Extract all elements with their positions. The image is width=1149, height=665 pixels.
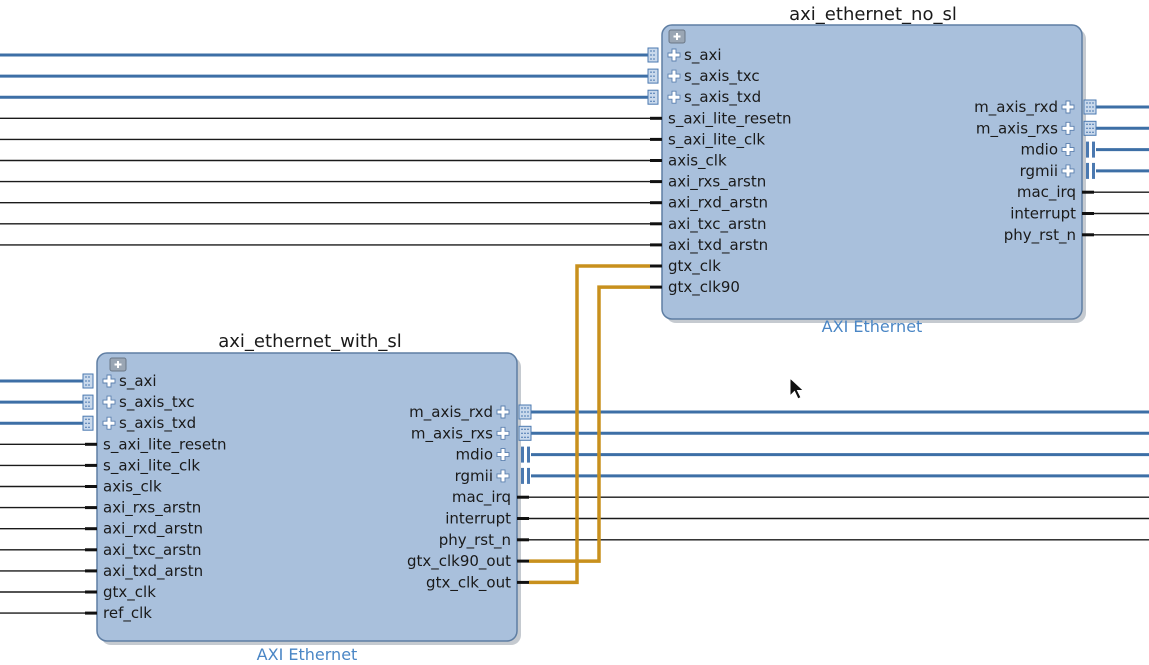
bus-port-marker <box>82 394 94 410</box>
pin-group: s_axi s_axis_txc s_axis_txd s_axi_lite_rese… <box>647 46 1097 297</box>
pin-interrupt[interactable]: interrupt <box>445 510 511 528</box>
block-ip-name: AXI Ethernet <box>257 645 358 664</box>
block-axi-ethernet-with-sl[interactable]: axi_ethernet_with_sl s_axis_axis_txcs_ax… <box>82 331 532 664</box>
pin-axi-rxd-arstn[interactable]: axi_rxd_arstn <box>668 194 768 213</box>
pin-s-axis-txd[interactable]: s_axis_txd <box>684 88 761 107</box>
interface-connector-icon[interactable] <box>496 448 510 462</box>
bus-port-marker <box>521 446 524 463</box>
interface-connector-icon[interactable] <box>1061 143 1075 157</box>
pin-s-axis-txd[interactable]: s_axis_txd <box>119 414 196 433</box>
block-title: axi_ethernet_no_sl <box>789 4 957 25</box>
bus-port-marker <box>647 47 659 63</box>
bus-port-marker <box>1086 141 1089 158</box>
pin-axi-rxd-arstn[interactable]: axi_rxd_arstn <box>103 520 203 539</box>
bus-port-marker <box>518 425 532 441</box>
pin-axis-clk[interactable]: axis_clk <box>103 478 162 497</box>
bus-port-marker <box>647 68 659 84</box>
pin-axi-txc-arstn[interactable]: axi_txc_arstn <box>668 215 767 234</box>
pin-s-axi-lite-clk[interactable]: s_axi_lite_clk <box>103 456 200 475</box>
pin-gtx-clk90-out[interactable]: gtx_clk90_out <box>407 552 511 571</box>
pin-axis-clk[interactable]: axis_clk <box>668 152 727 171</box>
block-body[interactable] <box>661 24 1083 320</box>
expand-plus-icon[interactable] <box>109 357 127 372</box>
interface-connector-icon[interactable] <box>102 416 116 430</box>
bus-port-marker <box>82 373 94 389</box>
pin-axi-rxs-arstn[interactable]: axi_rxs_arstn <box>103 499 201 518</box>
pin-gtx-clk-out[interactable]: gtx_clk_out <box>426 573 511 592</box>
pin-m-axis-rxd[interactable]: m_axis_rxd <box>409 403 493 422</box>
pin-s-axis-txc[interactable]: s_axis_txc <box>684 67 760 86</box>
pin-ref-clk[interactable]: ref_clk <box>103 604 152 623</box>
pin-axi-txd-arstn[interactable]: axi_txd_arstn <box>668 236 768 255</box>
interface-connector-icon[interactable] <box>496 405 510 419</box>
pin-m-axis-rxd[interactable]: m_axis_rxd <box>974 98 1058 117</box>
interface-connector-icon[interactable] <box>667 48 681 62</box>
bus-port-marker <box>527 446 530 463</box>
pin-gtx-clk90[interactable]: gtx_clk90 <box>668 278 740 297</box>
bus-port-marker <box>1083 120 1097 136</box>
pin-mac-irq[interactable]: mac_irq <box>1017 183 1076 202</box>
interface-connector-icon[interactable] <box>496 426 510 440</box>
pin-m-axis-rxs[interactable]: m_axis_rxs <box>976 119 1058 138</box>
pin-gtx-clk[interactable]: gtx_clk <box>103 583 156 602</box>
interface-connector-icon[interactable] <box>1061 100 1075 114</box>
bus-port-marker <box>647 89 659 105</box>
bus-port-marker <box>82 415 94 431</box>
block-ip-name: AXI Ethernet <box>822 317 923 336</box>
interface-connector-icon[interactable] <box>102 395 116 409</box>
pin-phy-rst-n[interactable]: phy_rst_n <box>439 531 511 550</box>
pin-s-axis-txc[interactable]: s_axis_txc <box>119 393 195 412</box>
mouse-pointer-icon <box>789 376 805 400</box>
wire-gtx-clk[interactable] <box>529 264 650 585</box>
bus-port-marker <box>1092 141 1095 158</box>
bus-port-marker <box>1083 99 1097 115</box>
interface-connector-icon[interactable] <box>667 90 681 104</box>
pin-interrupt[interactable]: interrupt <box>1010 205 1076 223</box>
pin-s-axi-lite-resetn[interactable]: s_axi_lite_resetn <box>668 109 792 128</box>
bus-port-marker <box>1086 162 1089 179</box>
wire-gtx-clk90[interactable] <box>529 285 650 563</box>
interface-connector-icon[interactable] <box>496 469 510 483</box>
pin-s-axi-lite-clk[interactable]: s_axi_lite_clk <box>668 130 765 149</box>
pin-rgmii[interactable]: rgmii <box>455 467 493 485</box>
interface-connector-icon[interactable] <box>667 69 681 83</box>
expand-plus-icon[interactable] <box>668 29 686 44</box>
bus-port-marker <box>527 467 530 484</box>
pin-phy-rst-n[interactable]: phy_rst_n <box>1004 226 1076 245</box>
pin-axi-txd-arstn[interactable]: axi_txd_arstn <box>103 562 203 581</box>
pin-mdio[interactable]: mdio <box>456 446 493 464</box>
pin-axi-txc-arstn[interactable]: axi_txc_arstn <box>103 541 202 560</box>
bus-port-marker <box>1092 162 1095 179</box>
pin-m-axis-rxs[interactable]: m_axis_rxs <box>411 424 493 443</box>
pin-axi-rxs-arstn[interactable]: axi_rxs_arstn <box>668 173 766 192</box>
pin-mac-irq[interactable]: mac_irq <box>452 488 511 507</box>
pin-mdio[interactable]: mdio <box>1021 141 1058 159</box>
bus-port-marker <box>521 467 524 484</box>
pin-gtx-clk[interactable]: gtx_clk <box>668 257 721 276</box>
pin-group: s_axi s_axis_txc s_axis_txd s_axi_lite_rese… <box>82 372 532 623</box>
interface-connector-icon[interactable] <box>1061 121 1075 135</box>
block-axi-ethernet-no-sl[interactable]: axi_ethernet_no_sl s_axi s_axis_txc s_axis… <box>647 4 1097 336</box>
pin-s-axi-lite-resetn[interactable]: s_axi_lite_resetn <box>103 435 227 454</box>
bus-port-marker <box>518 404 532 420</box>
block-title: axi_ethernet_with_sl <box>218 331 402 352</box>
wire-layer <box>0 53 1149 614</box>
pin-rgmii[interactable]: rgmii <box>1020 162 1058 180</box>
pin-s-axi[interactable]: s_axi <box>684 46 722 65</box>
interface-connector-icon[interactable] <box>1061 164 1075 178</box>
pin-s-axi[interactable]: s_axi <box>119 372 157 391</box>
interface-connector-icon[interactable] <box>102 374 116 388</box>
